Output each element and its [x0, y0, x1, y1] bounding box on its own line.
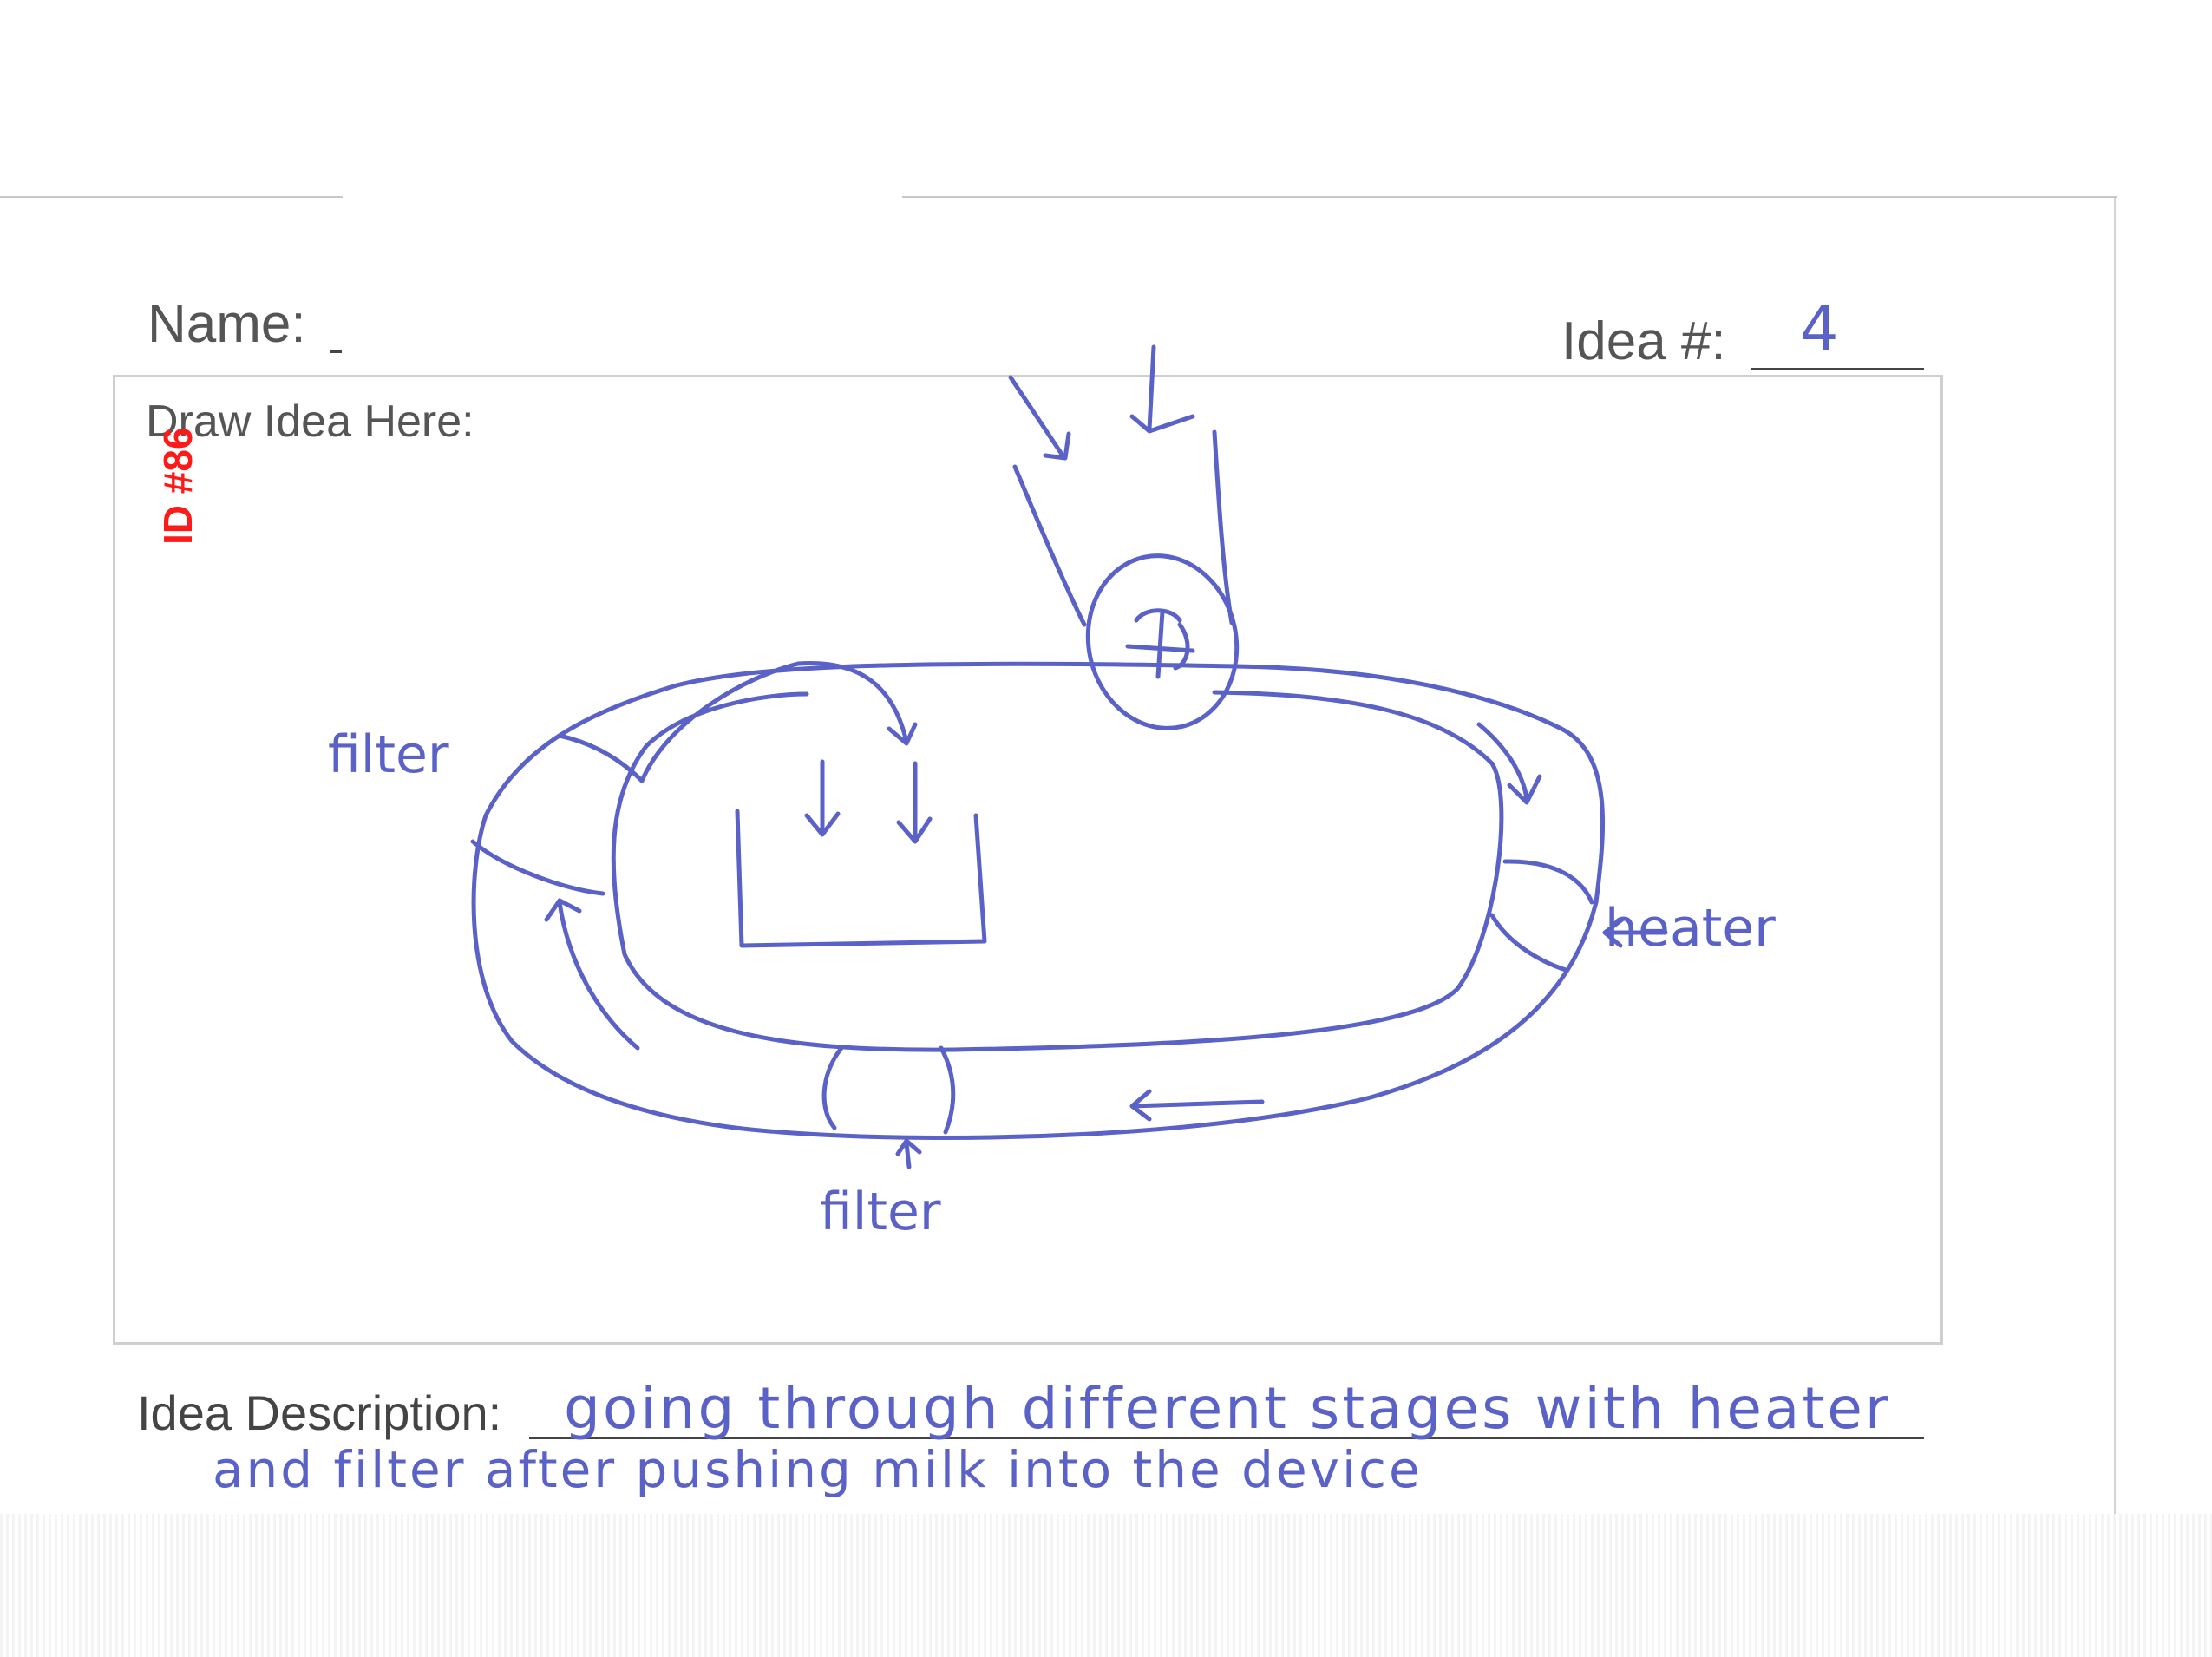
- bottom-filter-right: [939, 1045, 956, 1135]
- draw-idea-label: Draw Idea Here:: [146, 396, 474, 447]
- inner-loop-tube: [611, 690, 1504, 1052]
- name-label: Name:: [147, 294, 306, 354]
- down-arrow-1: [804, 759, 841, 837]
- idea-description-label: Idea Description:: [137, 1385, 502, 1440]
- idea-number-value: 4: [1800, 293, 1839, 364]
- heater-pointer: [1602, 917, 1668, 948]
- input-arrow-1: [1008, 375, 1071, 461]
- bottom-filter-pointer: [895, 1138, 922, 1169]
- drawing-area: [113, 375, 1943, 1345]
- down-arrow-2: [896, 761, 933, 844]
- name-underline: [330, 350, 342, 353]
- input-arrow-2: [1129, 344, 1195, 434]
- sheet-top-edge-right: [902, 196, 2117, 198]
- idea-number-underline: [1751, 368, 1924, 370]
- pump-chamber: [1085, 553, 1240, 730]
- form-sheet: [0, 195, 2117, 1523]
- bottom-flow-arrow: [1129, 1089, 1265, 1122]
- heater-label: heater: [1605, 898, 1776, 959]
- inner-flow-arc: [639, 660, 909, 783]
- right-flow-arrow: [1476, 722, 1542, 805]
- sheet-right-edge: [2114, 198, 2116, 1525]
- heater-segment-top: [1502, 859, 1594, 905]
- description-text-line1: going through different stages with heat…: [564, 1375, 1891, 1442]
- heater-segment-bottom: [1489, 913, 1568, 973]
- description-underline: [529, 1437, 1924, 1439]
- sheet-top-edge-left: [0, 196, 343, 198]
- left-filter-top: [557, 733, 645, 783]
- filter-bottom-label: filter: [820, 1182, 941, 1242]
- description-text-line2: and filter after pushing milk into the d…: [213, 1440, 1423, 1499]
- scan-noise-strip: [0, 1514, 2212, 1657]
- collection-cup: [735, 809, 987, 948]
- inner-flow-arrow: [887, 722, 918, 746]
- left-flow-arrow: [544, 898, 640, 1051]
- left-filter-bottom: [470, 839, 605, 896]
- impeller: [1125, 608, 1195, 679]
- filter-left-label: filter: [328, 724, 449, 785]
- idea-number-label: Idea #:: [1561, 311, 1726, 371]
- bottom-filter-left: [821, 1045, 844, 1130]
- outer-loop-tube: [471, 661, 1606, 1140]
- funnel-left-wall: [1012, 464, 1087, 627]
